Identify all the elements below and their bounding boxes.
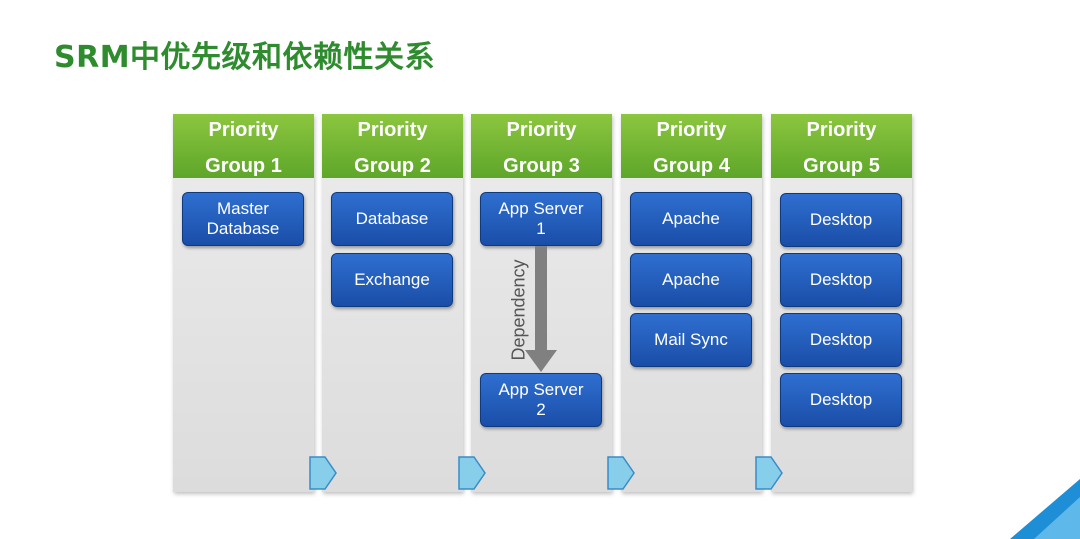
- vm-box-desktop-4[interactable]: Desktop: [780, 373, 902, 427]
- dependency-label: Dependency: [508, 259, 529, 361]
- vm-label: Mail Sync: [654, 330, 728, 349]
- chevron-right-icon: [755, 456, 783, 490]
- priority-group-5: Priority Group 5 Desktop Desktop Desktop…: [771, 114, 912, 492]
- group-header: Priority Group 1: [173, 114, 314, 178]
- vm-label: App Server 1: [498, 199, 584, 238]
- group-header-line1: Priority: [806, 119, 877, 141]
- group-header: Priority Group 5: [771, 114, 912, 178]
- vm-box-app-server-2[interactable]: App Server 2: [480, 373, 602, 427]
- group-header-line1: Priority: [357, 119, 428, 141]
- group-header: Priority Group 3: [471, 114, 612, 178]
- vm-label: Desktop: [809, 390, 873, 409]
- vm-label: Desktop: [809, 270, 873, 289]
- vm-label: Database: [355, 209, 429, 228]
- priority-group-1: Priority Group 1 Master Database: [173, 114, 314, 492]
- group-header: Priority Group 2: [322, 114, 463, 178]
- vm-box-desktop-2[interactable]: Desktop: [780, 253, 902, 307]
- priority-group-2: Priority Group 2 Database Exchange: [322, 114, 463, 492]
- vm-box-mail-sync[interactable]: Mail Sync: [630, 313, 752, 367]
- vm-label: Master Database: [206, 199, 280, 238]
- group-header-line2: Group 4: [653, 155, 730, 177]
- group-header-line2: Group 1: [205, 155, 282, 177]
- vm-label: Apache: [662, 209, 720, 228]
- vm-box-database[interactable]: Database: [331, 192, 453, 246]
- chevron-right-icon: [607, 456, 635, 490]
- group-header-line2: Group 5: [803, 155, 880, 177]
- group-header: Priority Group 4: [621, 114, 762, 178]
- vm-box-master-database[interactable]: Master Database: [182, 192, 304, 246]
- dependency-arrow: [525, 246, 557, 372]
- page-title: SRM中优先级和依赖性关系: [54, 40, 436, 75]
- vm-label: Desktop: [809, 210, 873, 229]
- vm-label: Exchange: [354, 270, 430, 289]
- group-header-line2: Group 2: [354, 155, 431, 177]
- vm-box-desktop-1[interactable]: Desktop: [780, 193, 902, 247]
- group-header-line1: Priority: [506, 119, 577, 141]
- group-header-line1: Priority: [656, 119, 727, 141]
- vm-box-app-server-1[interactable]: App Server 1: [480, 192, 602, 246]
- vm-box-exchange[interactable]: Exchange: [331, 253, 453, 307]
- priority-group-3: Priority Group 3 App Server 1 App Server…: [471, 114, 612, 492]
- vm-box-desktop-3[interactable]: Desktop: [780, 313, 902, 367]
- corner-decoration-icon: [1010, 479, 1080, 539]
- chevron-right-icon: [309, 456, 337, 490]
- priority-group-4: Priority Group 4 Apache Apache Mail Sync: [621, 114, 762, 492]
- vm-label: App Server 2: [498, 380, 584, 419]
- vm-label: Apache: [662, 270, 720, 289]
- vm-box-apache-1[interactable]: Apache: [630, 192, 752, 246]
- group-header-line2: Group 3: [503, 155, 580, 177]
- chevron-right-icon: [458, 456, 486, 490]
- vm-box-apache-2[interactable]: Apache: [630, 253, 752, 307]
- vm-label: Desktop: [809, 330, 873, 349]
- group-header-line1: Priority: [208, 119, 279, 141]
